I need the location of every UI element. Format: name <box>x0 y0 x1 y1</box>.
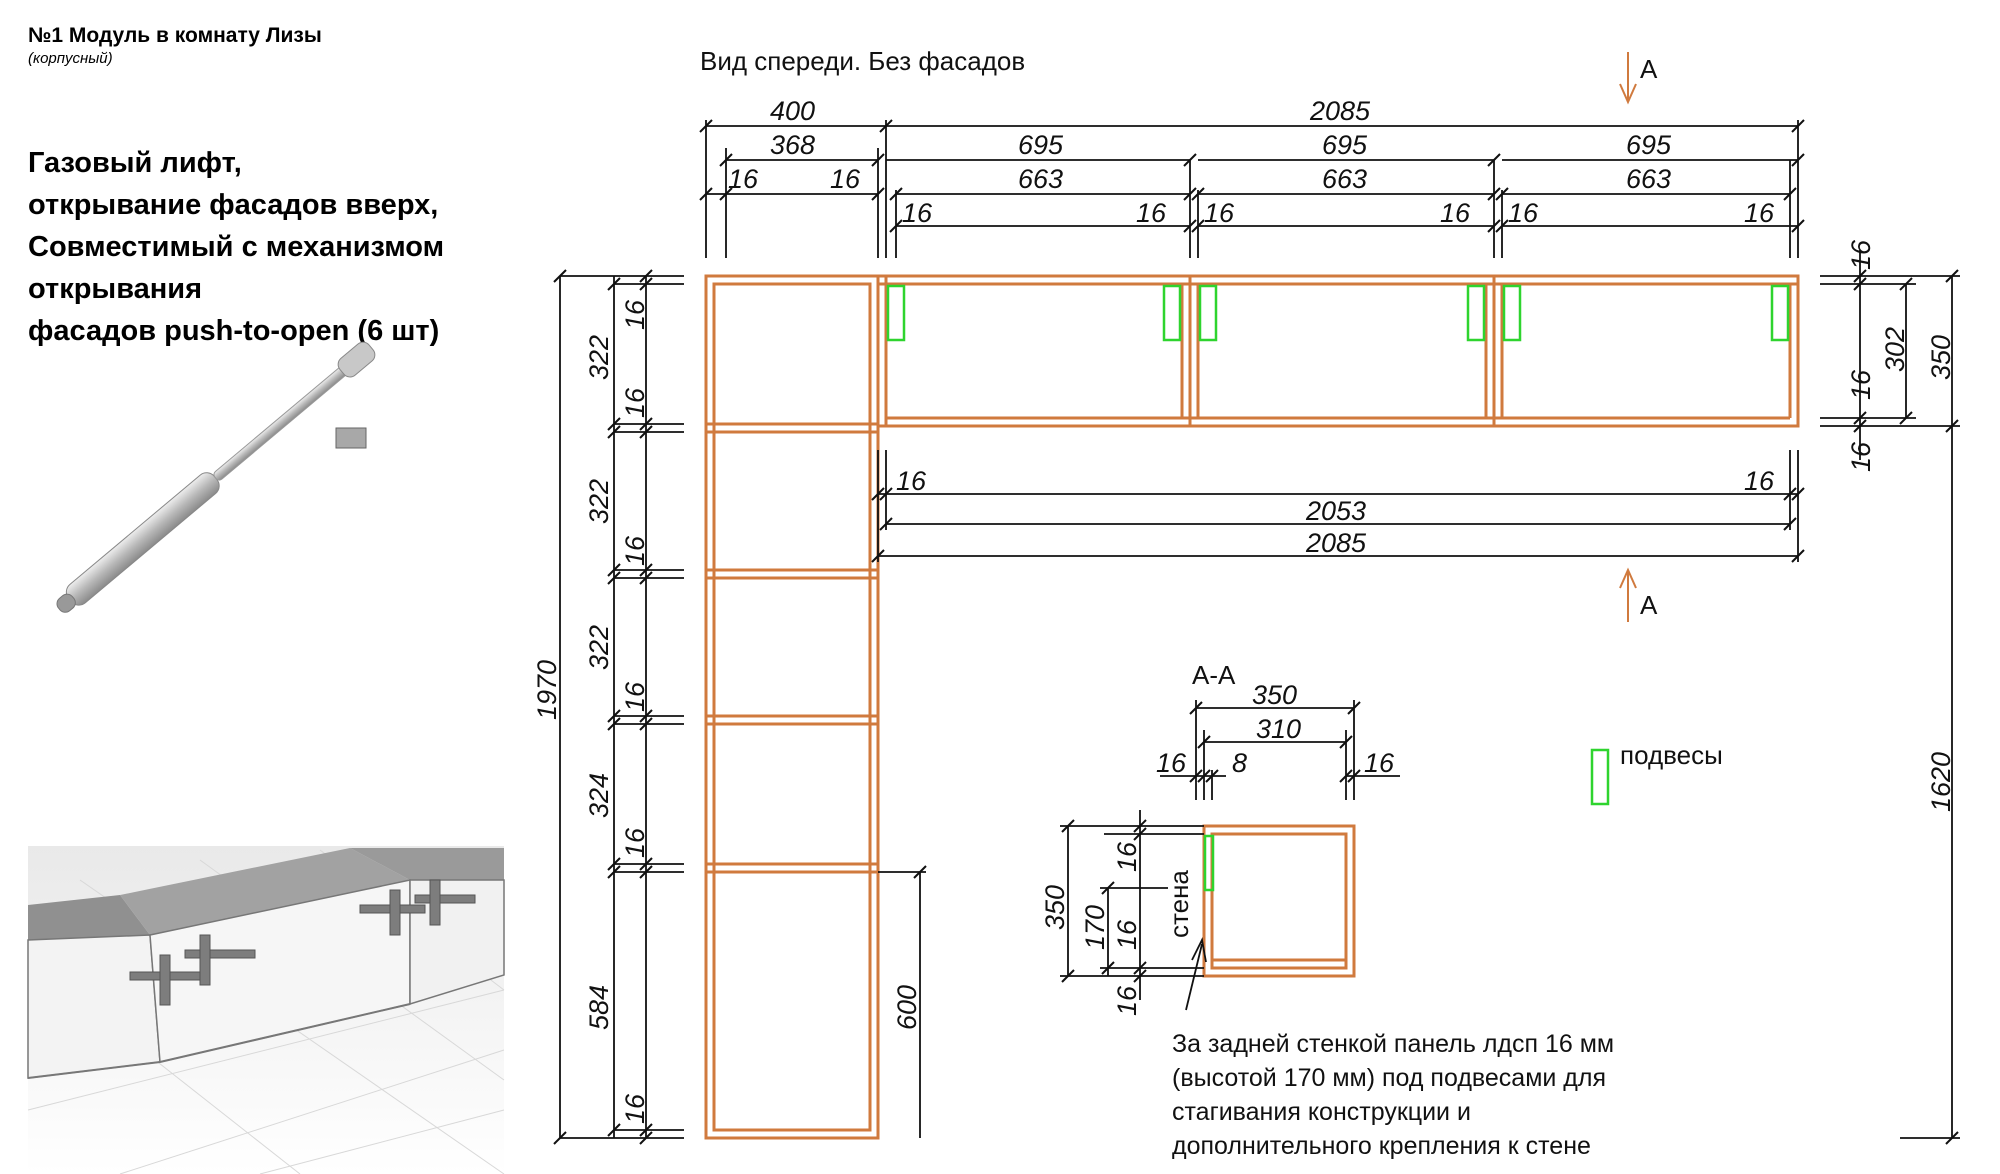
dim-label: 16 <box>1846 441 1876 472</box>
bottom-width-dimensions: 16 16 2053 2085 <box>871 450 1805 563</box>
dim-label: 350 <box>1926 335 1956 380</box>
features-list: Газовый лифт, открывание фасадов вверх, … <box>28 142 444 352</box>
dim-label: 16 <box>620 535 650 566</box>
note-line: дополнительного крепления к стене <box>1172 1132 1591 1160</box>
left-dimensions: 1970 322 322 322 324 584 16 16 16 16 16 … <box>532 269 684 1145</box>
dim-label: 324 <box>584 773 614 818</box>
right-dimensions: 16 16 16 302 350 1620 <box>1820 239 1960 1145</box>
dim-label: 350 <box>1040 885 1070 930</box>
note-line: (высотой 170 мм) под подвесами для <box>1172 1064 1606 1092</box>
dim-label: 16 <box>1112 919 1142 950</box>
page-title: №1 Модуль в комнату Лизы <box>28 24 322 47</box>
dim-label: 695 <box>1322 130 1368 160</box>
dim-600: 600 <box>878 865 927 1138</box>
tall-cabinet <box>704 274 880 1140</box>
dim-label: 16 <box>1508 198 1539 228</box>
dim-label: 16 <box>830 164 861 194</box>
feature-line: открывание фасадов вверх, <box>28 189 439 221</box>
dim-label: 350 <box>1252 680 1297 710</box>
top-dimensions: 400 2085 368 695 695 695 16 16 663 663 6… <box>699 96 1805 258</box>
assembly-note: За задней стенкой панель лдсп 16 мм (выс… <box>1172 1030 1614 1160</box>
section-aa: А-А 350 310 16 8 16 <box>1040 660 1400 1016</box>
section-marker-top: А <box>1619 52 1658 105</box>
dim-label: 1620 <box>1926 752 1956 812</box>
dim-label: 322 <box>584 335 614 380</box>
feature-line: Газовый лифт, <box>28 147 242 179</box>
wall-module-row <box>876 274 1800 428</box>
hanger-swatch <box>1590 748 1610 806</box>
dim-label: 170 <box>1080 905 1110 950</box>
dim-label: 16 <box>620 1093 650 1124</box>
section-hanger <box>1203 834 1215 892</box>
dim-label: 16 <box>1204 198 1235 228</box>
dim-label: 16 <box>1846 369 1876 400</box>
cabinet-front-view <box>704 274 1800 1140</box>
dim-label: 16 <box>1440 198 1471 228</box>
dim-label: 322 <box>584 479 614 524</box>
cabinet-render-image <box>27 846 505 1174</box>
dim-label: 1970 <box>532 660 562 720</box>
dim-label: 16 <box>620 387 650 418</box>
dim-label: 16 <box>620 827 650 858</box>
dim-label: 2085 <box>1305 528 1367 558</box>
dim-label: 695 <box>1626 130 1672 160</box>
dim-label: 16 <box>1156 748 1187 778</box>
dim-label: 16 <box>1112 841 1142 872</box>
legend-hangers: подвесы <box>1590 740 1723 806</box>
note-line: За задней стенкой панель лдсп 16 мм <box>1172 1030 1614 1058</box>
dim-label: 663 <box>1018 164 1063 194</box>
dim-label: 16 <box>620 681 650 712</box>
dim-label: 16 <box>728 164 759 194</box>
dim-label: 368 <box>770 130 815 160</box>
dim-label: 310 <box>1256 714 1301 744</box>
dim-label: 322 <box>584 625 614 670</box>
page-subtitle: (корпусный) <box>28 50 113 67</box>
section-title: А-А <box>1192 660 1236 690</box>
feature-line: открывания <box>28 273 203 305</box>
view-title: Вид спереди. Без фасадов <box>700 46 1025 76</box>
dim-label: 16 <box>1112 985 1142 1016</box>
dim-label: 16 <box>1744 198 1775 228</box>
dim-label: 16 <box>1364 748 1395 778</box>
dim-label: 16 <box>902 198 933 228</box>
dim-label: 600 <box>892 985 922 1030</box>
dim-label: 400 <box>770 96 815 126</box>
hangers-label: подвесы <box>1620 740 1723 770</box>
feature-line: Совместимый с механизмом <box>28 231 445 263</box>
dim-label: 16 <box>1744 466 1775 496</box>
dim-label: 2053 <box>1305 496 1366 526</box>
dim-label: 663 <box>1626 164 1671 194</box>
gas-lift-icon <box>56 341 376 613</box>
dim-label: 8 <box>1232 748 1247 778</box>
section-cabinet <box>1202 824 1356 978</box>
dim-label: 16 <box>1136 198 1167 228</box>
dim-label: 16 <box>620 299 650 330</box>
dim-label: 16 <box>896 466 927 496</box>
wall-label: стена <box>1164 870 1194 938</box>
note-line: стагивания конструкции и <box>1172 1098 1471 1126</box>
section-letter: А <box>1640 54 1658 84</box>
section-letter: А <box>1640 590 1658 620</box>
dim-label: 302 <box>1880 327 1910 372</box>
dim-label: 16 <box>1846 239 1876 270</box>
section-marker-bottom: А <box>1619 567 1658 622</box>
title-block: №1 Модуль в комнату Лизы (корпусный) <box>28 24 322 67</box>
dim-label: 2085 <box>1309 96 1371 126</box>
feature-line: фасадов push-to-open (6 шт) <box>28 315 440 347</box>
dim-label: 695 <box>1018 130 1064 160</box>
dim-label: 663 <box>1322 164 1367 194</box>
dim-label: 584 <box>584 985 614 1030</box>
